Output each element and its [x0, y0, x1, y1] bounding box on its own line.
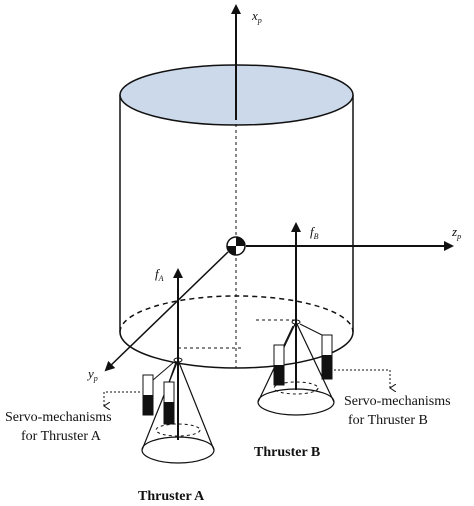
servo-actuators-a: [142, 361, 177, 425]
servo-b-caption-line2: for Thruster B: [348, 413, 428, 428]
servo-b-caption-line1: Servo-mechanisms: [344, 394, 451, 409]
servo-a-leader: [104, 391, 140, 406]
servo-actuators-b: [273, 323, 333, 386]
servo-b-leader: [334, 369, 390, 388]
servo-a-caption-line1: Servo-mechanisms: [5, 410, 112, 425]
x-axis-label: xp: [251, 8, 262, 25]
y-axis-arrow: [104, 251, 229, 372]
force-a-label: fA: [155, 266, 164, 283]
thruster-a-label: Thruster A: [138, 489, 205, 504]
force-b-label: fB: [310, 224, 319, 241]
y-axis-label: yp: [86, 366, 98, 383]
servo-a-caption-line2: for Thruster A: [21, 429, 102, 444]
center-of-mass-icon: [226, 236, 246, 256]
z-axis-label: zp: [451, 224, 461, 241]
thruster-b-label: Thruster B: [254, 445, 320, 460]
